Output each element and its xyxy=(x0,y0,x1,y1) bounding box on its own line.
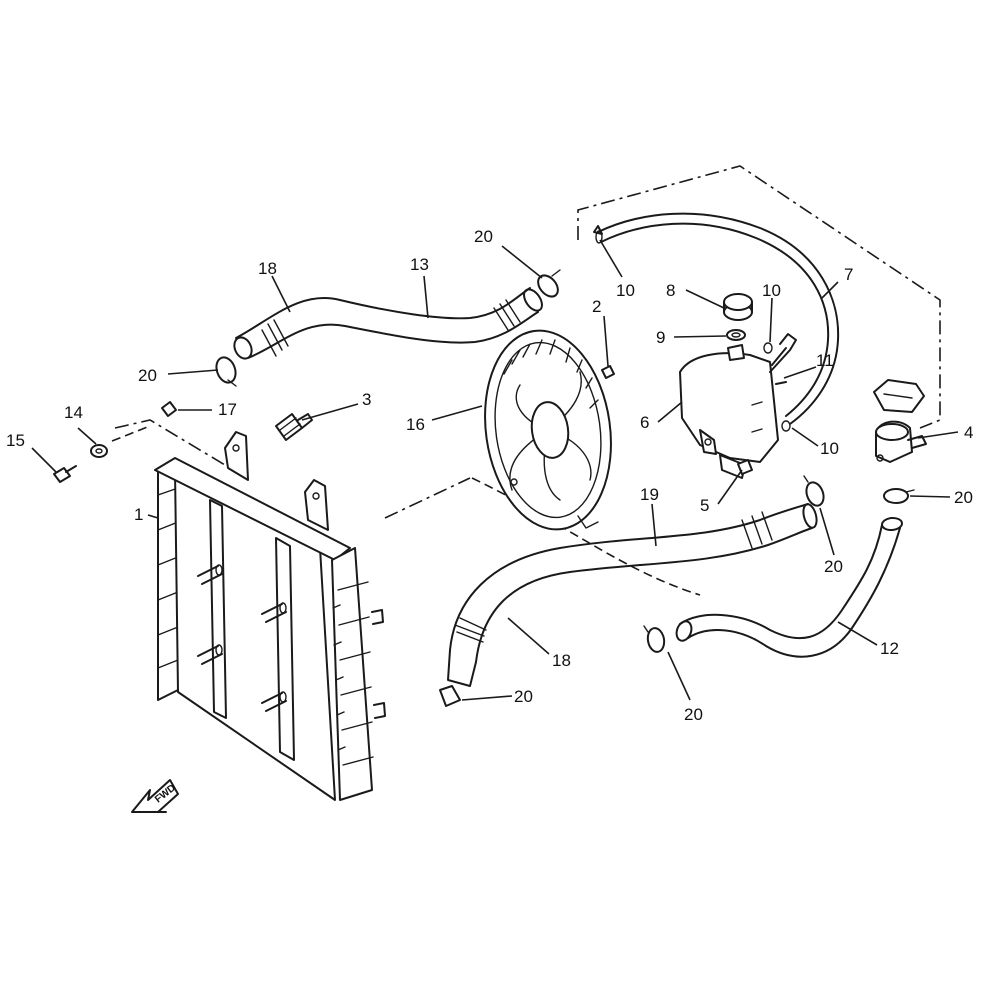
coolant-reservoir xyxy=(679,333,797,479)
callout-16: 16 xyxy=(406,415,425,434)
fitting-17 xyxy=(161,401,177,417)
radiator-studs xyxy=(197,564,287,712)
callout-20-upper-left: 20 xyxy=(138,366,157,385)
callout-18-upper: 18 xyxy=(258,259,277,278)
callout-20-middle: 20 xyxy=(824,557,843,576)
callout-10-middle: 10 xyxy=(762,281,781,300)
hose-clamp-lower-right-bottom xyxy=(643,625,666,653)
hose-clamp-lower-middle xyxy=(803,475,825,507)
forward-direction-arrow: FWD xyxy=(131,779,179,813)
leader-lines xyxy=(31,239,959,701)
hose-clamp-lower-right-top xyxy=(883,488,915,504)
upper-radiator-hose xyxy=(233,287,543,360)
callout-19: 19 xyxy=(640,485,659,504)
clip-10-top xyxy=(593,225,603,235)
callout-18-lower: 18 xyxy=(552,651,571,670)
callout-5: 5 xyxy=(700,496,709,515)
callout-4: 4 xyxy=(964,423,973,442)
clip-10-lower xyxy=(781,420,791,432)
callout-10-top: 10 xyxy=(616,281,635,300)
callout-3: 3 xyxy=(362,390,371,409)
callout-1: 1 xyxy=(134,505,143,524)
callout-6: 6 xyxy=(640,413,649,432)
bolt-15 xyxy=(53,465,77,483)
callout-20-right: 20 xyxy=(954,488,973,507)
callout-12: 12 xyxy=(880,639,899,658)
routing-lines xyxy=(114,165,941,596)
callout-20-bottom: 20 xyxy=(684,705,703,724)
lower-right-hose xyxy=(675,516,903,658)
callout-20-upper-right: 20 xyxy=(474,227,493,246)
hose-clamp-lower-left xyxy=(439,685,461,707)
callout-11: 11 xyxy=(816,351,834,370)
filler-neck-cap xyxy=(873,379,927,463)
callout-8: 8 xyxy=(666,281,675,300)
callout-17: 17 xyxy=(218,400,237,419)
overflow-tube xyxy=(595,212,840,425)
radiator xyxy=(154,431,386,801)
callout-2: 2 xyxy=(592,297,601,316)
callout-7: 7 xyxy=(844,265,853,284)
cap-seal xyxy=(726,329,746,341)
cooling-fan xyxy=(484,329,612,531)
grommet-14 xyxy=(90,444,108,458)
callout-9: 9 xyxy=(656,328,665,347)
callout-20-lower-left: 20 xyxy=(514,687,533,706)
callout-10-lower: 10 xyxy=(820,439,839,458)
callout-15: 15 xyxy=(6,431,25,450)
callout-14: 14 xyxy=(64,403,83,422)
lower-radiator-hose xyxy=(447,503,818,687)
reservoir-cap xyxy=(723,293,753,321)
callout-13: 13 xyxy=(410,255,429,274)
clip-10-middle xyxy=(763,342,773,354)
nut-2 xyxy=(601,365,615,379)
callout-labels: 1 2 3 4 5 6 7 8 9 10 10 10 11 12 13 14 1… xyxy=(6,227,973,724)
hose-clamp-upper-left xyxy=(215,356,237,387)
